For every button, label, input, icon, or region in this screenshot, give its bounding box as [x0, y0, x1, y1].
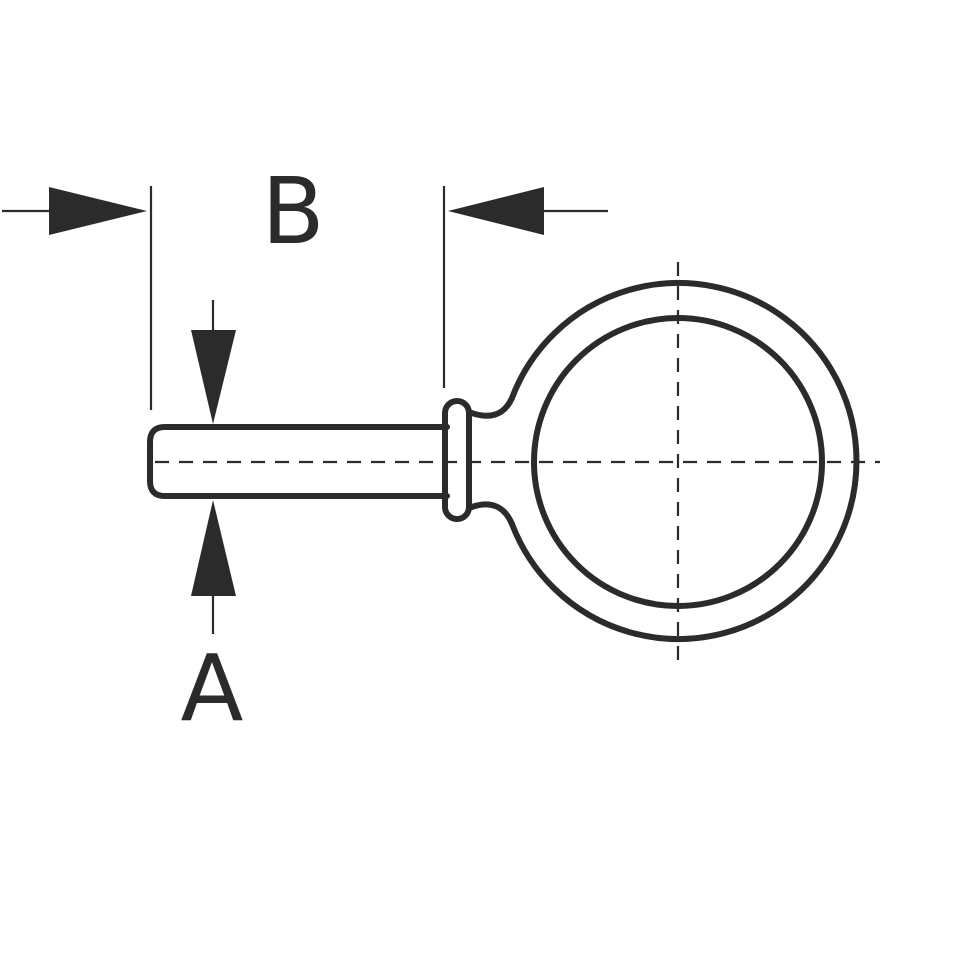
dimension-a-label: A	[181, 635, 244, 742]
center-lines	[155, 262, 880, 662]
dimension-b-label: B	[261, 158, 324, 265]
dimension-b-arrowhead-left	[49, 187, 147, 235]
dimension-a: A	[181, 300, 244, 742]
eye-neck-upper	[466, 395, 515, 419]
dimension-b: B	[2, 158, 608, 410]
eye-outer-ring	[509, 280, 860, 642]
eye-pin-part	[147, 280, 860, 642]
dimension-a-arrowhead-top	[191, 330, 236, 424]
eye-inner-ring	[531, 315, 825, 609]
pin-collar	[442, 398, 472, 522]
dimension-b-arrowhead-right	[448, 187, 544, 235]
pin-shaft	[147, 424, 450, 499]
dimension-a-arrowhead-bottom	[191, 500, 236, 596]
eye-neck-lower	[466, 501, 515, 527]
